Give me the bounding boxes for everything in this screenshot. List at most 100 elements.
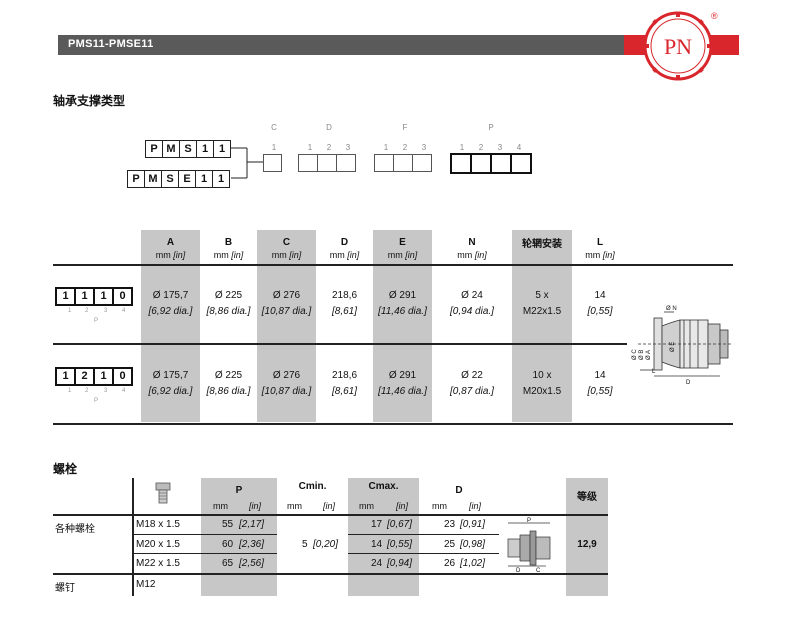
unit-p-mm: mm (213, 501, 228, 511)
motor-dimension-drawing: Ø N Ø C Ø B Ø A Ø E L D (632, 306, 732, 386)
r1-n: Ø 24[0,94 dia.] (450, 290, 494, 317)
bolt-header-d: D (455, 485, 463, 496)
bolt-p-in-3: [2,56] (239, 558, 265, 569)
num-p-3: 3 (497, 143, 503, 152)
unit-d-in: [in] (469, 501, 482, 511)
col-header-a: A (166, 237, 175, 248)
num-f-1: 1 (383, 143, 389, 152)
num-d-3: 3 (345, 143, 351, 152)
bolt-cmax-in-3: [0,94] (387, 558, 413, 569)
bolt-d-3: 26 (444, 558, 456, 569)
bolt-cmax-2: 14 (371, 539, 383, 550)
col-header-rim: 轮辋安装 (522, 239, 562, 250)
r2-b: Ø 225[8,86 dia.] (206, 370, 251, 397)
col-header-l: L (596, 237, 604, 248)
unit-n: mm [in] (457, 250, 487, 260)
slot-d (298, 154, 356, 172)
svg-text:Ø B: Ø B (639, 350, 645, 360)
bolt-dimension-drawing: P D C (507, 518, 551, 573)
unit-d: mm [in] (329, 250, 360, 260)
r2-c: Ø 276[10,87 dia.] (261, 370, 312, 397)
num-p-4: 4 (516, 143, 522, 152)
bolt-rule-bottom (53, 573, 608, 575)
logo-icon: PN ® (643, 11, 718, 81)
unit-cmax-mm: mm (359, 501, 374, 511)
group-label-c: C (271, 123, 277, 132)
bolt-header-grade: 等级 (577, 492, 597, 503)
bolt-d-in-3: [1,02] (460, 558, 486, 569)
slot-p (450, 153, 532, 174)
bolt-left-rule (132, 478, 134, 596)
unit-cmin-mm: mm (287, 501, 302, 511)
col-header-c: C (282, 237, 291, 248)
svg-text:Ø N: Ø N (666, 306, 677, 312)
col-bg-e (373, 230, 432, 422)
r1-b: Ø 225[8,86 dia.] (206, 290, 251, 317)
col-bg-c (257, 230, 316, 422)
bolt-header-p: P (235, 485, 243, 496)
group-label-d: D (326, 123, 332, 132)
slot-f (374, 154, 432, 172)
row-label-stud: 螺钉 (55, 583, 75, 594)
unit-b: mm [in] (213, 250, 244, 260)
row-label-bolts: 各种螺栓 (55, 524, 95, 535)
num-d-2: 2 (326, 143, 332, 152)
num-d-1: 1 (307, 143, 313, 152)
brand-logo: PN ® (640, 6, 720, 91)
r2-d: 218,6[8,61] (331, 370, 358, 397)
svg-text:D: D (686, 380, 691, 386)
bolt-d-2: 25 (444, 539, 456, 550)
bolt-header-cmin: Cmin. (298, 481, 327, 492)
svg-text:L: L (652, 369, 656, 375)
page-title: PMS11-PMSE11 (68, 38, 154, 50)
slot-c (263, 154, 282, 172)
bolt-rule-r1-b (348, 534, 499, 535)
dimension-table: A B C D E N 轮辋安装 L mm [in] mm [in] mm [i… (0, 230, 799, 430)
col-header-e: E (399, 237, 406, 248)
svg-text:Ø A: Ø A (646, 350, 652, 360)
bolt-cmax-3: 24 (371, 558, 383, 569)
bolt-d-1: 23 (444, 519, 456, 530)
bolt-p-3: 65 (222, 558, 234, 569)
unit-p-in: [in] (249, 501, 262, 511)
r1-c: Ø 276[10,87 dia.] (261, 290, 312, 317)
num-f-3: 3 (421, 143, 427, 152)
r2-n: Ø 22[0,87 dia.] (450, 370, 494, 397)
svg-text:PN: PN (664, 34, 692, 59)
bolt-p-2: 60 (222, 539, 234, 550)
num-c-1: 1 (271, 143, 277, 152)
stud-size: M12 (136, 579, 156, 590)
col-bg-a (141, 230, 200, 422)
bolt-p-1: 55 (222, 519, 234, 530)
bolt-p-in-2: [2,36] (239, 539, 265, 550)
unit-c: mm [in] (271, 250, 302, 260)
unit-e: mm [in] (387, 250, 418, 260)
table-rule-top (53, 264, 733, 266)
bolt-size-3: M22 x 1.5 (136, 558, 180, 569)
svg-text:C: C (536, 568, 541, 573)
bolt-col-bg-p (201, 478, 277, 596)
r1-d: 218,6[8,61] (331, 290, 358, 317)
bolt-col-bg-cmax (348, 478, 419, 596)
num-p-1: 1 (459, 143, 465, 152)
table-rule-mid (53, 343, 627, 345)
svg-text:P: P (527, 518, 531, 524)
bolt-p-in-1: [2,17] (239, 519, 265, 530)
header-bar: PMS11-PMSE11 (58, 35, 624, 55)
unit-l: mm [in] (585, 250, 615, 260)
section-title-bolts: 螺栓 (53, 462, 78, 476)
num-f-2: 2 (402, 143, 408, 152)
col-header-n: N (468, 237, 476, 248)
bolt-rule-r1-a (134, 534, 277, 535)
svg-text:Ø C: Ø C (632, 349, 638, 360)
bolt-cmin-in: [0,20] (313, 539, 339, 550)
r2-l: 14[0,55] (587, 370, 613, 397)
code-box-pmse11: P M S E 1 1 (127, 170, 230, 188)
svg-text:Ø E: Ø E (670, 342, 676, 352)
bolt-size-2: M20 x 1.5 (136, 539, 180, 550)
num-p-2: 2 (478, 143, 484, 152)
bolt-d-in-1: [0,91] (460, 519, 486, 530)
bolt-cmax-in-1: [0,67] (387, 519, 413, 530)
